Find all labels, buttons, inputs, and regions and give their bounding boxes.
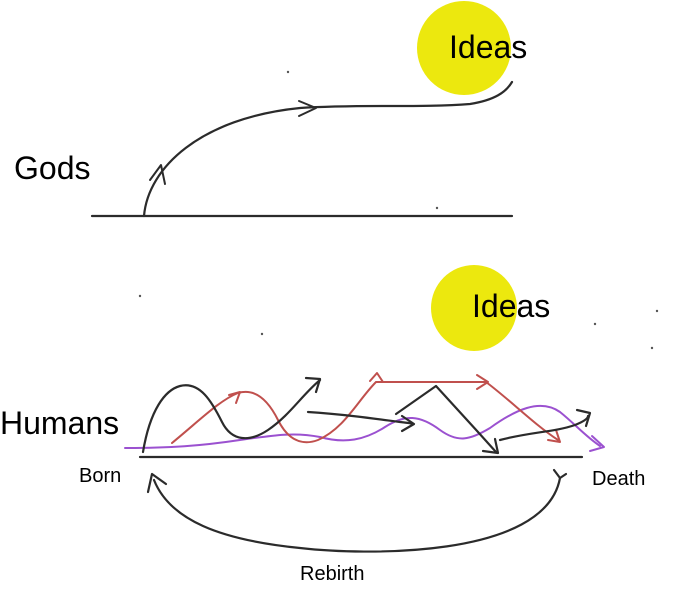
- red-arrowhead-1: [228, 391, 241, 404]
- gods-label: Gods: [14, 150, 91, 186]
- gods-ascent-arrowhead-upper: [298, 100, 317, 117]
- black-arrowhead-4: [575, 408, 592, 428]
- stray-dot: [138, 294, 142, 298]
- stray-dot: [650, 346, 654, 350]
- black-arrowhead-2: [400, 414, 416, 433]
- red-arrowhead-3: [476, 374, 489, 390]
- purple-arrowhead: [589, 435, 605, 452]
- stray-dot: [260, 332, 264, 336]
- gods-ascent-arrowhead-lower: [149, 164, 166, 185]
- stray-dot: [593, 322, 597, 326]
- black-arrowhead-1: [304, 376, 322, 394]
- black-arrowhead-3: [481, 437, 500, 455]
- born-label: Born: [79, 465, 122, 487]
- gods-ideas-label: Ideas: [449, 29, 528, 65]
- stray-dot: [655, 309, 659, 313]
- stray-dot: [286, 70, 290, 74]
- black-life-path-3: [394, 384, 498, 454]
- red-life-path: [171, 381, 559, 444]
- rebirth-arrowhead: [146, 472, 168, 494]
- humans-ideas-sun: [431, 265, 517, 351]
- black-life-path: [141, 378, 322, 454]
- rebirth-start-hook: [552, 468, 568, 480]
- red-arrowhead-2: [369, 372, 384, 383]
- purple-life-path: [124, 404, 601, 449]
- death-label: Death: [592, 468, 646, 490]
- black-life-path-4: [498, 414, 590, 442]
- gods-ideas-sun: [417, 1, 511, 95]
- humans-ideas-label: Ideas: [472, 288, 551, 324]
- rebirth-label: Rebirth: [300, 563, 365, 585]
- rebirth-arc: [152, 476, 562, 553]
- humans-label: Humans: [0, 405, 120, 441]
- stray-dot: [435, 206, 439, 210]
- gods-ascent-path: [142, 80, 514, 218]
- red-arrowhead-4: [547, 429, 561, 443]
